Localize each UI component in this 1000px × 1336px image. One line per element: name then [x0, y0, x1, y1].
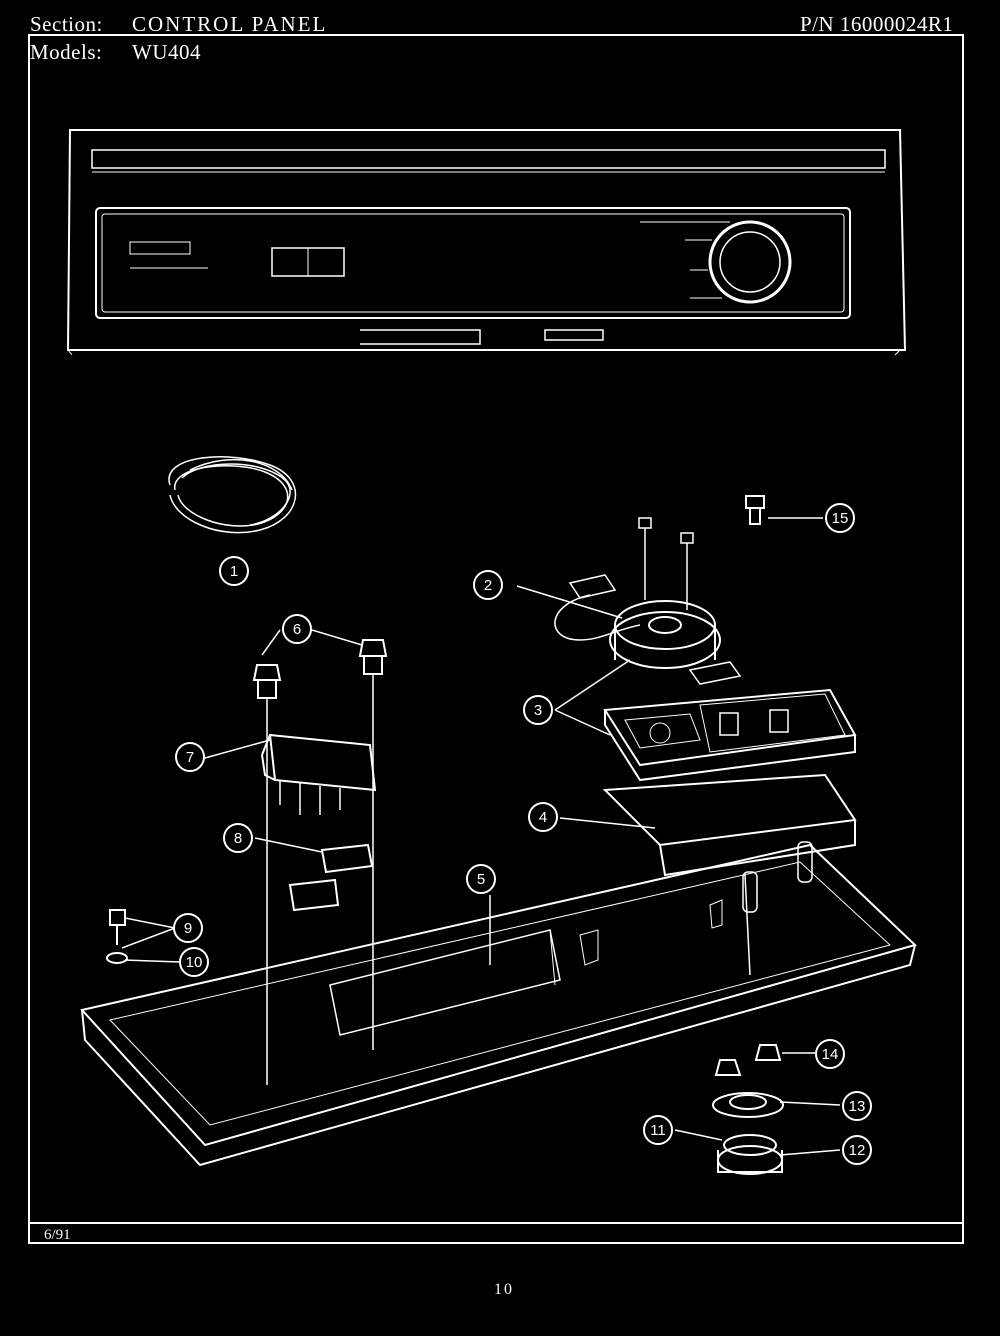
callout-label: 6 — [293, 621, 301, 638]
callout-label: 3 — [534, 702, 542, 719]
diagram-frame — [28, 34, 964, 1244]
callout-10: 10 — [179, 947, 209, 977]
panel-backing — [602, 773, 857, 877]
switch-block — [261, 733, 377, 815]
control-panel-front-view — [66, 129, 907, 356]
footer-rule — [28, 1222, 964, 1224]
callout-label: 14 — [822, 1046, 839, 1063]
callout-1: 1 — [219, 556, 249, 586]
models-label: Models: — [30, 40, 103, 64]
callout-13: 13 — [842, 1091, 872, 1121]
section-label: Section: — [30, 12, 103, 36]
knob-assembly — [712, 1044, 784, 1175]
callout-label: 9 — [184, 920, 192, 937]
callout-label: 1 — [230, 563, 238, 580]
callout-label: 5 — [477, 871, 485, 888]
screw-9-washer-10 — [106, 909, 128, 964]
callout-label: 12 — [849, 1142, 866, 1159]
models-value: WU404 — [132, 40, 201, 64]
console-base — [80, 841, 917, 1167]
callout-8: 8 — [223, 823, 253, 853]
wire-harness — [168, 456, 297, 534]
date-code: 6/91 — [44, 1227, 71, 1243]
part-number: P/N 16000024R1 — [800, 12, 954, 36]
callout-label: 15 — [832, 510, 849, 527]
page-number: 10 — [494, 1281, 514, 1298]
callout-4: 4 — [528, 802, 558, 832]
section-value: CONTROL PANEL — [132, 12, 328, 36]
callout-label: 8 — [234, 830, 242, 847]
callout-label: 13 — [849, 1098, 866, 1115]
callout-2: 2 — [473, 570, 503, 600]
callout-label: 2 — [484, 577, 492, 594]
callout-label: 7 — [186, 749, 194, 766]
callout-12: 12 — [842, 1135, 872, 1165]
callout-11: 11 — [643, 1115, 673, 1145]
callout-label: 11 — [650, 1122, 666, 1139]
callout-6: 6 — [282, 614, 312, 644]
callout-label: 10 — [186, 954, 203, 971]
timer-screws — [638, 517, 694, 610]
callout-9: 9 — [173, 913, 203, 943]
callout-14: 14 — [815, 1039, 845, 1069]
timer-housing — [603, 688, 857, 782]
callout-5: 5 — [466, 864, 496, 894]
screw-15 — [745, 495, 765, 525]
push-buttons — [252, 639, 388, 1085]
callout-label: 4 — [539, 809, 547, 826]
callout-3: 3 — [523, 695, 553, 725]
callout-group — [121, 517, 841, 1156]
callout-15: 15 — [825, 503, 855, 533]
timer-motor — [554, 574, 742, 685]
switch-parts — [288, 843, 374, 912]
callout-7: 7 — [175, 742, 205, 772]
